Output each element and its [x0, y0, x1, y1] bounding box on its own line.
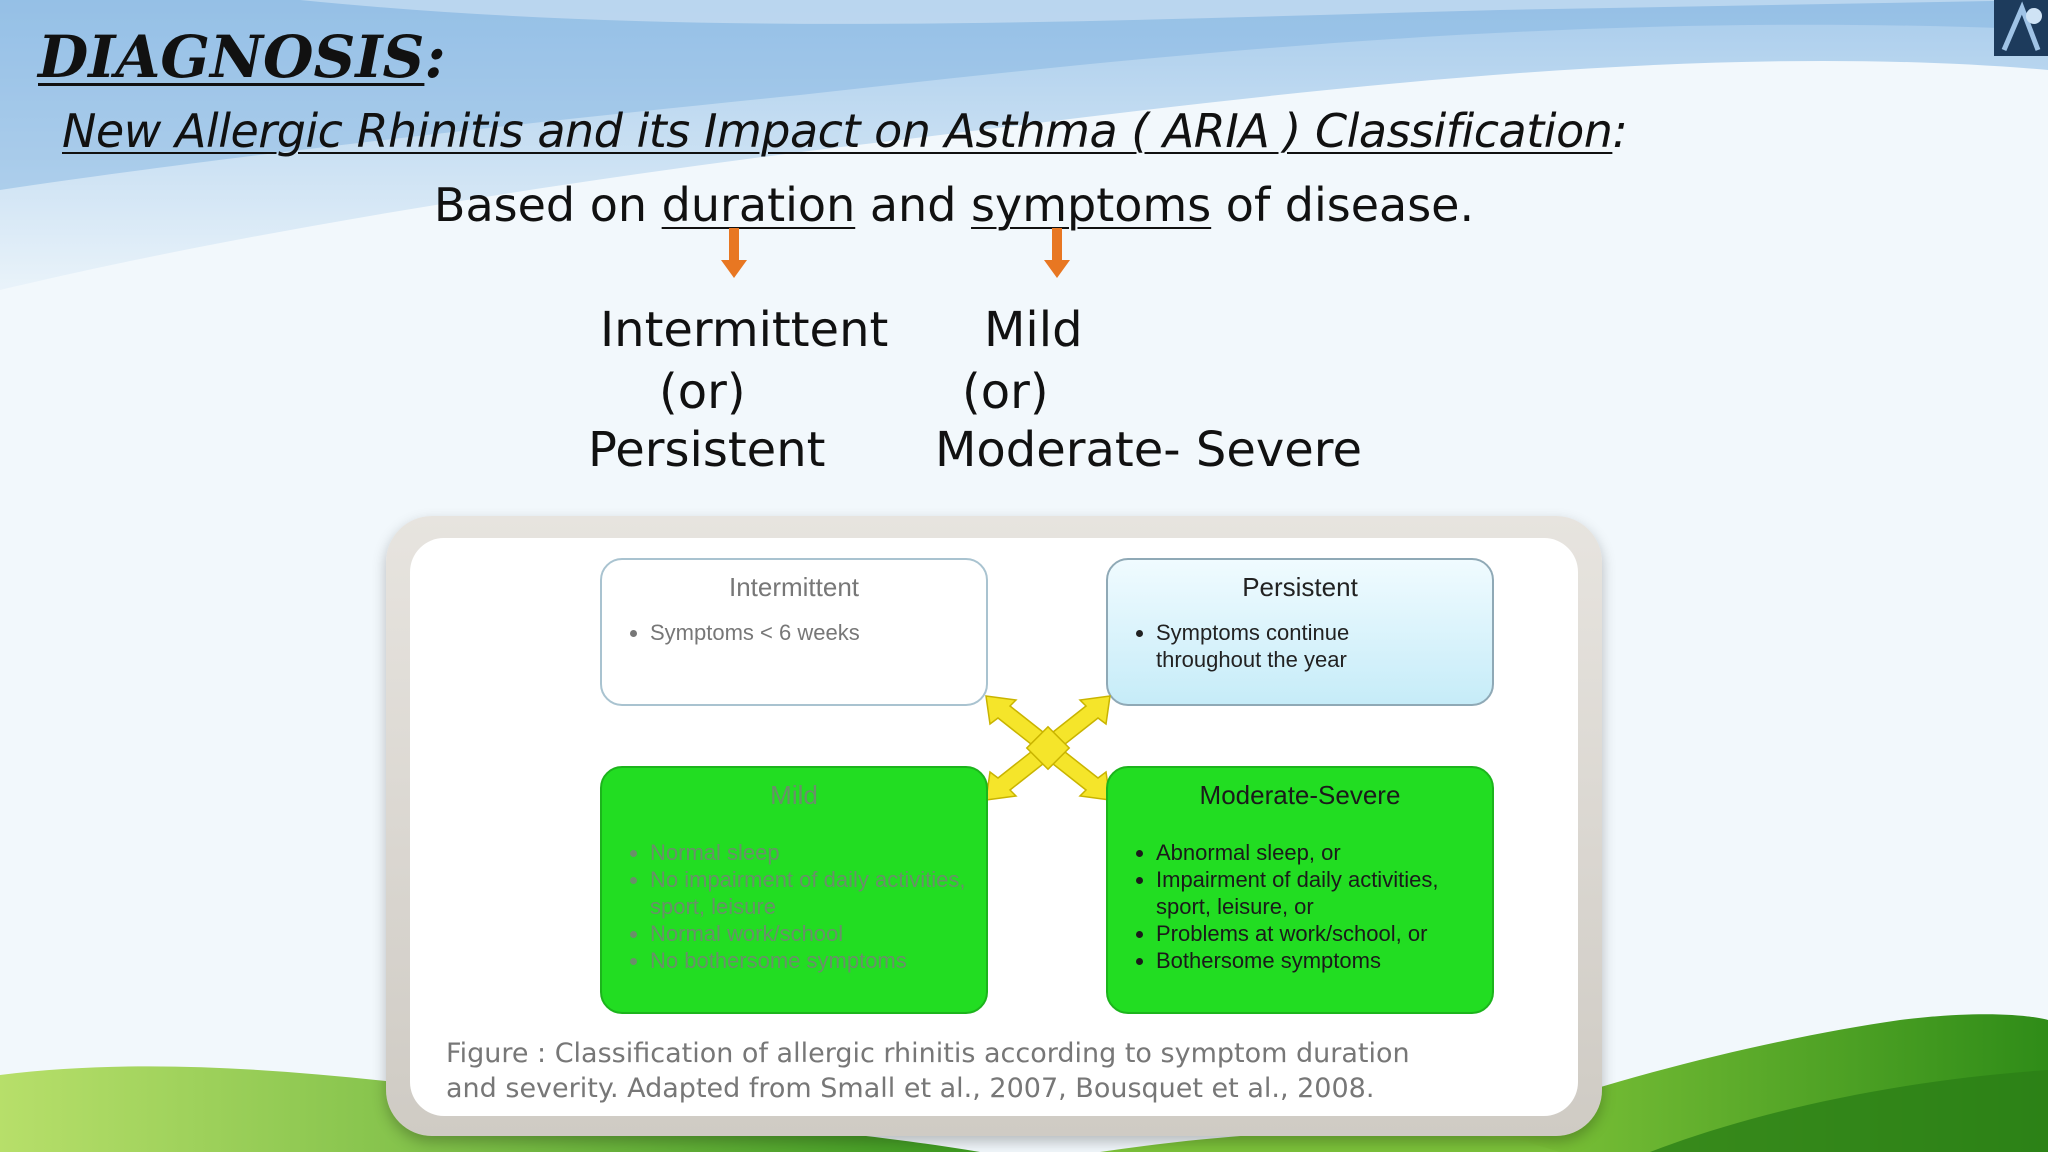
moderate-severe-box: Moderate-Severe Abnormal sleep, or Impai… [1106, 766, 1494, 1014]
duration-arrow-icon [721, 228, 747, 278]
moderate-severe-box-title: Moderate-Severe [1199, 780, 1401, 810]
list-item: Normal sleep [650, 839, 972, 866]
figure-caption: Figure : Classification of allergic rhin… [446, 1036, 1576, 1106]
list-item: Impairment of daily activities, sport, l… [1156, 866, 1478, 920]
intermittent-box: Intermittent Symptoms < 6 weeks [600, 558, 988, 706]
mild-box-title: Mild [770, 780, 818, 810]
list-item: No bothersome symptoms [650, 947, 972, 974]
slide-title: DIAGNOSIS: [38, 23, 446, 91]
list-item: No impairment of daily activities, sport… [650, 866, 972, 920]
mild-box: Mild Normal sleep No impairment of daily… [600, 766, 988, 1014]
option-or-symptoms: (or) [962, 364, 1049, 420]
option-or-duration: (or) [659, 364, 746, 420]
moderate-severe-box-list: Abnormal sleep, or Impairment of daily a… [1108, 839, 1492, 974]
symptoms-arrow-icon [1044, 228, 1070, 278]
list-item: Normal work/school [650, 920, 972, 947]
symptoms-word: symptoms [971, 178, 1212, 232]
list-item: Symptoms < 6 weeks [650, 619, 986, 646]
figure-caption-line-1: Figure : Classification of allergic rhin… [446, 1038, 1410, 1069]
list-item: Bothersome symptoms [1156, 947, 1478, 974]
intermittent-box-list: Symptoms < 6 weeks [602, 619, 986, 646]
list-item: Problems at work/school, or [1156, 920, 1478, 947]
list-item: Abnormal sleep, or [1156, 839, 1478, 866]
aria-figure: Intermittent Symptoms < 6 weeks Persiste… [410, 538, 1578, 1116]
aria-figure-frame: Intermittent Symptoms < 6 weeks Persiste… [386, 516, 1602, 1136]
option-moderate-severe: Moderate- Severe [935, 422, 1363, 478]
duration-word: duration [661, 178, 856, 232]
list-item: Symptoms continue throughout the year [1156, 619, 1422, 673]
slide-subtitle: New Allergic Rhinitis and its Impact on … [62, 104, 1628, 158]
option-mild: Mild [984, 302, 1083, 358]
persistent-box-title: Persistent [1242, 572, 1358, 602]
persistent-box-list: Symptoms continue throughout the year [1108, 619, 1492, 673]
figure-caption-line-2: and severity. Adapted from Small et al.,… [446, 1073, 1375, 1104]
mild-box-list: Normal sleep No impairment of daily acti… [602, 839, 986, 974]
intermittent-box-title: Intermittent [728, 572, 860, 602]
corner-logo [1994, 0, 2048, 56]
option-persistent: Persistent [588, 422, 826, 478]
classification-basis: Based on duration and symptoms of diseas… [433, 178, 1475, 232]
four-way-arrow-icon [985, 695, 1111, 801]
persistent-box: Persistent Symptoms continue throughout … [1106, 558, 1494, 706]
option-intermittent: Intermittent [600, 302, 889, 358]
